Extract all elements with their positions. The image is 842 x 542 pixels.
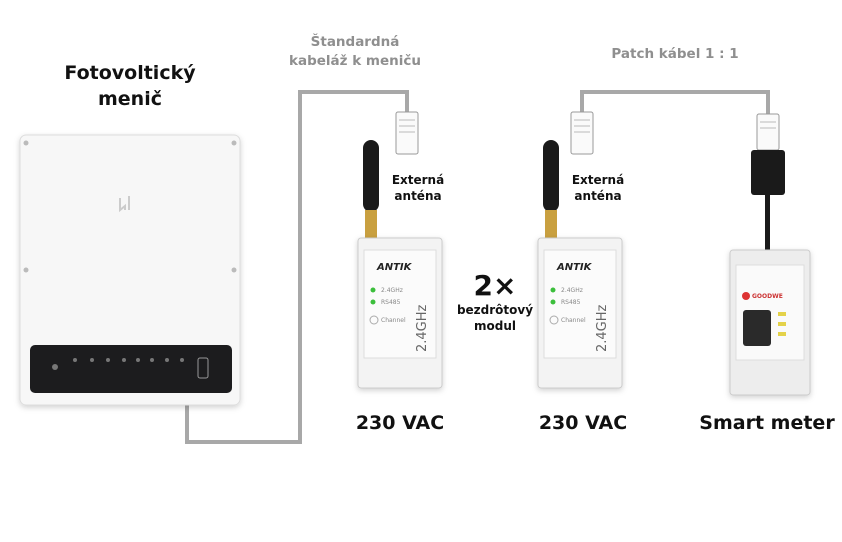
inverter-title: Fotovoltický menič: [30, 60, 230, 112]
standard-cabling-line1: Štandardná: [310, 34, 400, 50]
module2-power-label: 230 VAC: [538, 412, 628, 434]
inverter-logo-icon: [119, 196, 130, 213]
antenna-label-line2: anténa: [574, 189, 622, 203]
module-count-label: 2× bezdrôtový modul: [450, 270, 540, 334]
module-band-label: 2.4GHz: [415, 304, 430, 352]
wireless-module-2: [537, 237, 623, 389]
external-antenna-label-2: Externá anténa: [568, 172, 628, 204]
module-count: 2×: [473, 269, 517, 302]
inverter-title-line2: menič: [98, 88, 162, 110]
module1-power-label: 230 VAC: [355, 412, 445, 434]
inverter-cable: [185, 90, 409, 444]
inverter-title-line1: Fotovoltický: [64, 62, 196, 84]
antenna-label-line1: Externá: [391, 173, 445, 187]
external-antenna-label-1: Externá anténa: [388, 172, 448, 204]
module-led-label: RS485: [381, 299, 401, 306]
rj45-plug-icon: [395, 111, 419, 155]
inverter-display: [30, 345, 232, 393]
inverter-device: [19, 134, 241, 406]
standard-cabling-label: Štandardná kabeláž k meniču: [270, 33, 440, 71]
rj45-plug-icon: [570, 111, 594, 155]
standard-cabling-line2: kabeláž k meniču: [289, 53, 421, 69]
antenna-label-line1: Externá: [571, 173, 625, 187]
wireless-module-1: [357, 237, 443, 389]
module-led-label: RS485: [561, 299, 581, 306]
antenna-icon: [543, 140, 559, 240]
smart-meter-label: Smart meter: [699, 412, 835, 434]
module-band-label: 2.4GHz: [595, 304, 610, 352]
patch-cable: [580, 90, 770, 114]
module-desc-line2: modul: [474, 319, 516, 333]
module-brand: ANTIK: [377, 262, 412, 273]
module-brand: ANTIK: [557, 262, 592, 273]
module-desc-line1: bezdrôtový: [456, 303, 534, 317]
patch-cable-label: Patch kábel 1 : 1: [611, 46, 739, 62]
smart-meter-display: [743, 310, 771, 346]
module-led-label: 2.4GHz: [381, 287, 403, 294]
antenna-icon: [363, 140, 379, 240]
goodwe-logo-icon: [742, 292, 750, 300]
module-led-label: 2.4GHz: [561, 287, 583, 294]
rj45-plug-icon: [751, 113, 785, 255]
meter-brand: GOODWE: [752, 293, 783, 300]
antenna-label-line2: anténa: [394, 189, 442, 203]
module-channel-label: Channel: [381, 317, 406, 324]
module-channel-label: Channel: [561, 317, 586, 324]
